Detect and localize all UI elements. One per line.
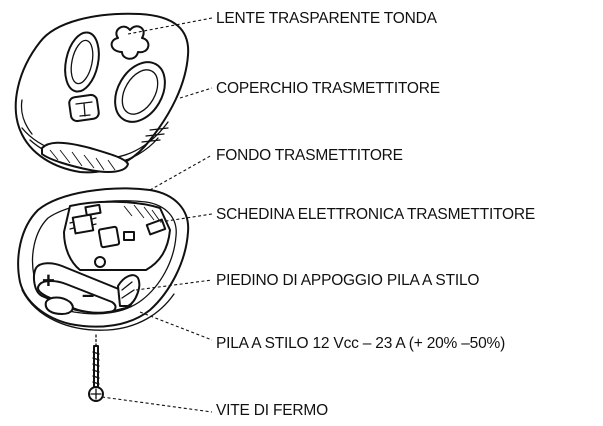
label-screw: VITE DI FERMO	[216, 402, 328, 419]
label-foot: PIEDINO DI APPOGGIO PILA A STILO	[216, 272, 479, 289]
label-battery: PILA A STILO 12 Vcc – 23 A (+ 20% –50%)	[216, 335, 505, 352]
leader-lines	[101, 17, 213, 413]
leader-cover	[179, 87, 213, 99]
leader-battery	[139, 311, 213, 341]
label-lens: LENTE TRASPARENTE TONDA	[216, 10, 438, 27]
part-labels: LENTE TRASPARENTE TONDA COPERCHIO TRASME…	[216, 10, 535, 419]
battery-plus-mark: +	[42, 268, 55, 293]
battery-minus-mark: –	[82, 282, 94, 307]
transmitter-cover	[14, 12, 190, 174]
leader-foot	[135, 279, 213, 291]
transmitter-base: + –	[17, 187, 190, 331]
label-base: FONDO TRASMETTITORE	[216, 147, 403, 164]
leader-screw	[101, 396, 213, 413]
label-board: SCHEDINA ELETTRONICA TRASMETTITORE	[216, 206, 535, 223]
label-cover: COPERCHIO TRASMETTITORE	[216, 80, 440, 97]
fixing-screw	[88, 334, 104, 402]
leader-base	[149, 154, 213, 191]
